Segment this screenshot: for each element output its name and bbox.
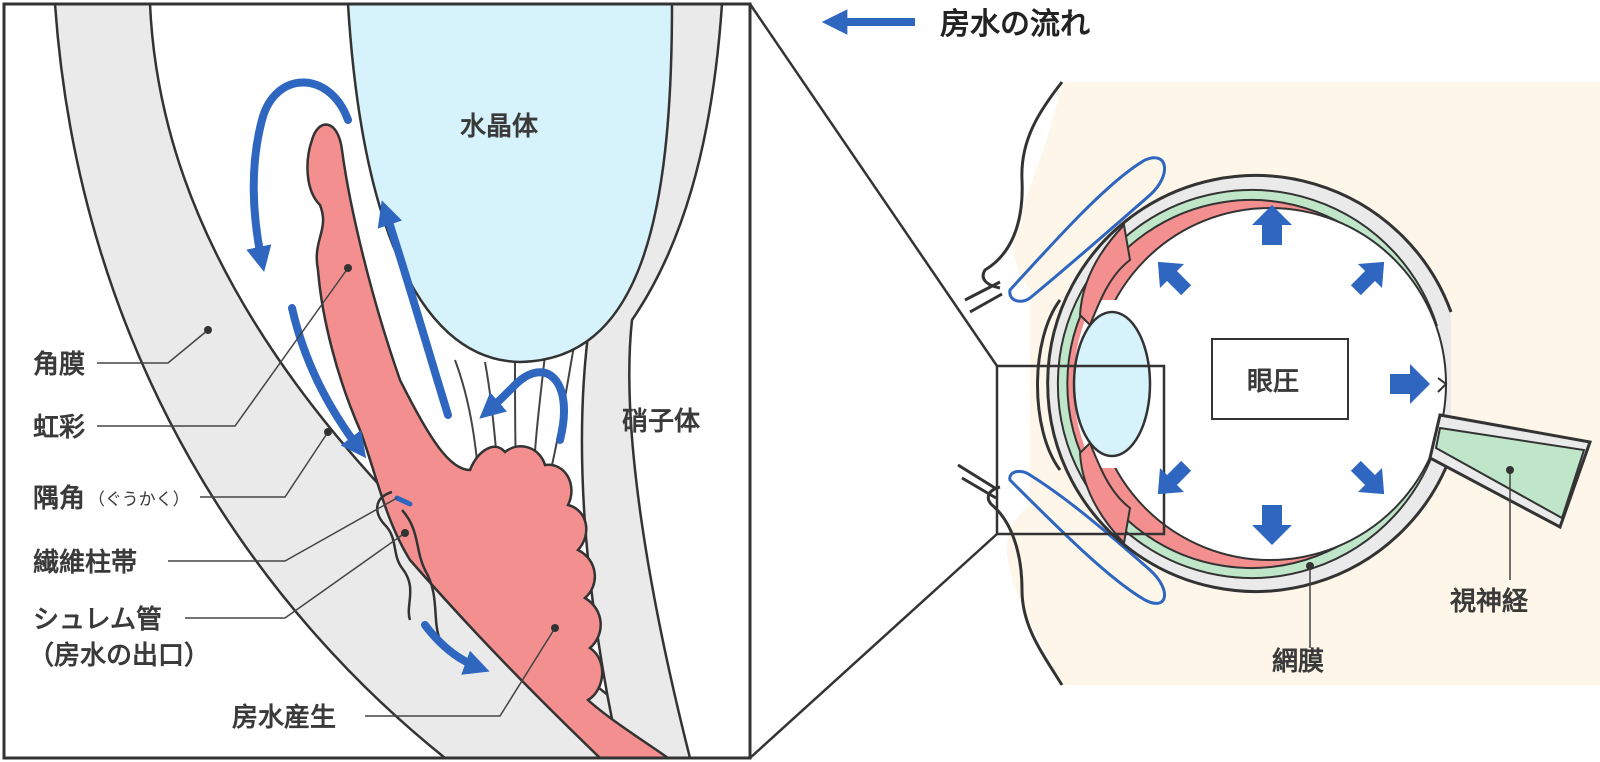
flow-arrows bbox=[246, 78, 568, 675]
iris-label: 虹彩 bbox=[33, 413, 85, 443]
ciliary-zonule-label: 繊維柱帯 bbox=[33, 547, 137, 578]
lower-eyelashes bbox=[957, 463, 997, 500]
upper-eyelashes bbox=[964, 280, 1003, 314]
optic-nerve-leader-dot bbox=[1506, 466, 1514, 474]
vitreous-label: 硝子体 bbox=[622, 407, 701, 437]
upper-muscle bbox=[1008, 156, 1167, 303]
arrow-right-icon bbox=[1390, 364, 1430, 404]
optic-nerve-label: 視神経 bbox=[1450, 586, 1529, 617]
leader-lines bbox=[97, 267, 556, 717]
lower-iris bbox=[1078, 441, 1132, 546]
schlemm-canal-label: シュレム管 bbox=[33, 605, 162, 635]
leader-dots bbox=[204, 264, 559, 632]
arrow-upleft-icon bbox=[1157, 261, 1192, 296]
legend-label: 房水の流れ bbox=[940, 7, 1090, 42]
lens bbox=[346, 4, 674, 364]
arrow-up-icon bbox=[1252, 205, 1292, 245]
angle-marker bbox=[394, 495, 413, 507]
retina-label: 網膜 bbox=[1272, 646, 1324, 677]
angle-reading-label: （ぐうかく） bbox=[88, 490, 190, 510]
arrow-down-icon bbox=[1252, 505, 1292, 545]
detail-panel: 水晶体 硝子体 角膜 虹彩 隅角 （ぐうかく） 繊維柱帯 シュレム管 （房水の出… bbox=[28, 4, 724, 758]
iris bbox=[306, 123, 671, 758]
trabecular-meshwork bbox=[376, 490, 412, 621]
flow-arrow-icon bbox=[377, 200, 452, 419]
upper-eyelid bbox=[981, 81, 1064, 290]
whole-eye-lens bbox=[1072, 310, 1152, 458]
arrow-downright-icon bbox=[1350, 460, 1385, 495]
arrow-downleft-icon bbox=[1157, 460, 1192, 495]
pressure-arrows bbox=[1157, 205, 1430, 545]
schlemm-canal bbox=[401, 509, 442, 641]
lens-label: 水晶体 bbox=[460, 112, 539, 142]
retina-leader-dot bbox=[1306, 562, 1314, 570]
angle-label: 隅角 bbox=[33, 483, 85, 514]
lower-eyelid bbox=[986, 485, 1064, 686]
pressure-box bbox=[1211, 338, 1349, 420]
lower-muscle bbox=[1008, 469, 1167, 605]
legend: 房水の流れ bbox=[821, 7, 1090, 42]
optic-disc bbox=[1437, 377, 1448, 393]
flow-arrow-icon bbox=[479, 368, 568, 444]
zoom-box bbox=[995, 364, 1166, 536]
flow-arrow-icon bbox=[246, 78, 352, 273]
arrow-upright-icon bbox=[1350, 261, 1385, 296]
flow-arrow-icon bbox=[421, 621, 490, 675]
whole-eye-cornea bbox=[1036, 299, 1062, 471]
schlemm-canal-sublabel: （房水の出口） bbox=[28, 641, 210, 671]
flow-arrow-icon bbox=[288, 304, 367, 459]
aqueous-production-label: 房水産生 bbox=[232, 702, 336, 733]
zoom-line-top bbox=[748, 3, 999, 367]
zoom-line-bottom bbox=[749, 533, 998, 759]
pressure-label: 眼圧 bbox=[1247, 367, 1299, 397]
upper-iris bbox=[1078, 222, 1132, 327]
cornea-label: 角膜 bbox=[33, 349, 85, 380]
whole-eye: 眼圧 網膜 視神経 bbox=[957, 81, 1600, 686]
detail-frame bbox=[2, 2, 752, 760]
